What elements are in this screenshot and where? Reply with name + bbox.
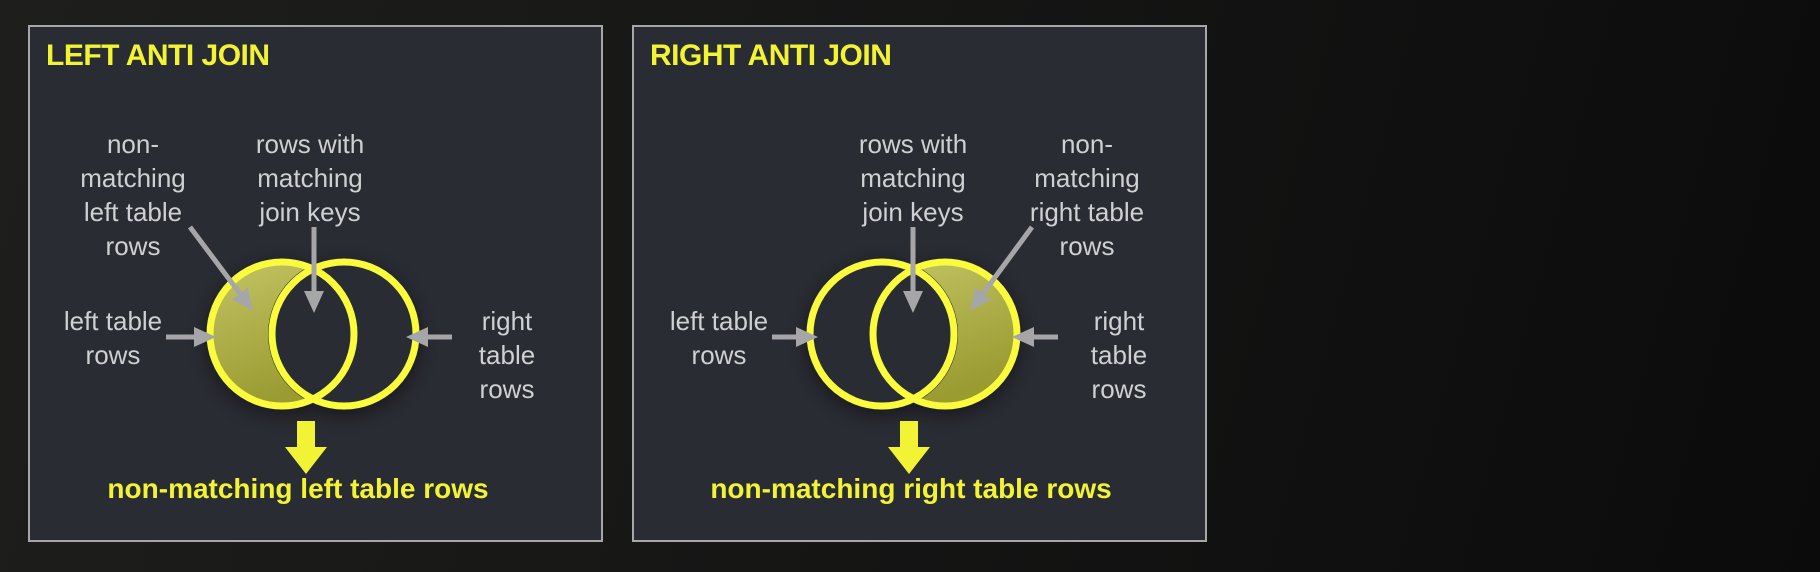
label-non-matching-left-rows: non- matching left table rows: [80, 129, 186, 261]
label-right-table-rows: right table rows: [1090, 306, 1148, 404]
right-anti-join-venn-diagram: [772, 225, 1058, 474]
result-caption: non-matching left table rows: [107, 473, 489, 504]
label-non-matching-right-rows: non- matching right table rows: [1029, 129, 1145, 261]
panel-right-anti-join: RIGHT ANTI JOIN rows with matching join …: [632, 25, 1207, 542]
result-arrow-icon: [285, 421, 327, 474]
result-caption: non-matching right table rows: [710, 473, 1112, 504]
label-right-table-rows: right table rows: [478, 306, 536, 404]
non-matching-arrow-icon: [188, 225, 254, 311]
pointer-arrows: [166, 225, 452, 347]
label-matching-join-keys: rows with matching join keys: [858, 129, 968, 227]
left-anti-join-venn-diagram: [166, 225, 452, 474]
label-left-table-rows: left table rows: [669, 306, 769, 370]
result-arrow-icon: [888, 421, 930, 474]
panel-left-anti-join: LEFT ANTI JOIN non- matching left table …: [28, 25, 603, 542]
label-matching-join-keys: rows with matching join keys: [255, 129, 365, 227]
pointer-arrows: [772, 225, 1058, 347]
label-left-table-rows: left table rows: [63, 306, 163, 370]
panel-title: LEFT ANTI JOIN: [46, 39, 270, 72]
panel-title: RIGHT ANTI JOIN: [650, 39, 892, 72]
non-matching-arrow-icon: [970, 225, 1035, 312]
